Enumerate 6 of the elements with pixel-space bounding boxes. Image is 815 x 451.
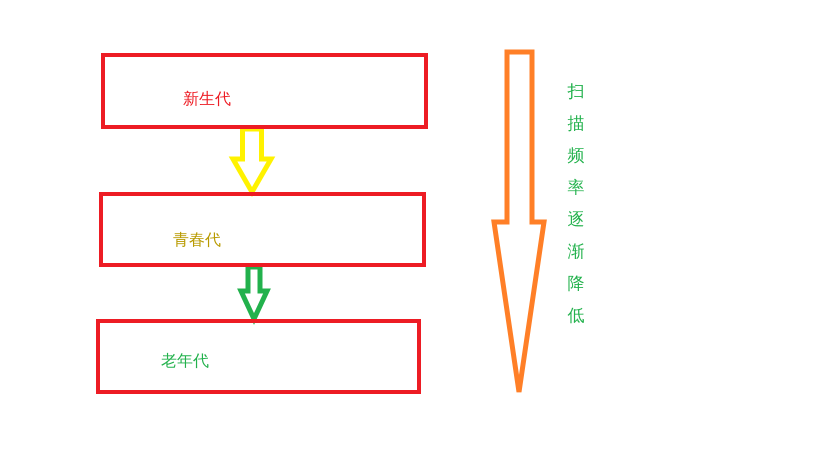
generation-box: 老年代 xyxy=(96,319,421,394)
generation-box: 新生代 xyxy=(101,53,428,129)
generation-box: 青春代 xyxy=(99,192,426,267)
block-arrow xyxy=(237,264,271,325)
vertical-note: 扫描频率逐渐降低 xyxy=(566,81,586,328)
block-arrow xyxy=(228,126,276,198)
